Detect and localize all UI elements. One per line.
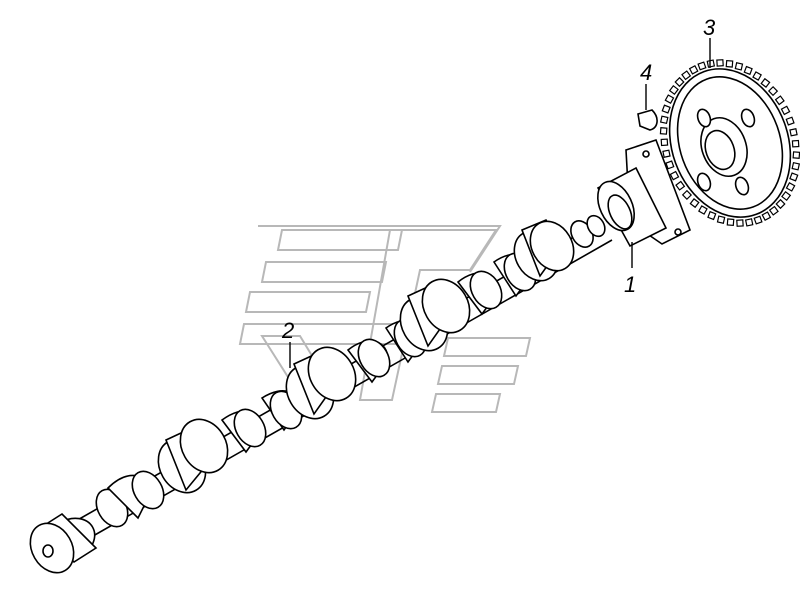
- gear-tooth: [780, 105, 791, 116]
- gear-tooth: [792, 151, 800, 159]
- gear-tooth: [785, 182, 796, 192]
- gear-teeth: [659, 59, 800, 227]
- gear-tooth: [668, 84, 679, 96]
- gear-tooth: [681, 70, 692, 81]
- gear-tooth: [659, 115, 669, 125]
- gear-tooth: [734, 62, 744, 71]
- gear-tooth: [669, 170, 680, 181]
- gear-tooth: [775, 198, 786, 210]
- callout-2: 2: [281, 318, 294, 343]
- thrust-flange-part-1: [596, 138, 692, 248]
- gear-tooth: [681, 189, 693, 201]
- gear-tooth: [664, 94, 675, 104]
- gear-tooth: [662, 149, 671, 158]
- gear-tooth: [675, 180, 686, 191]
- gear-tooth: [791, 139, 800, 148]
- gear-tooth: [697, 61, 707, 71]
- gear-tooth: [698, 205, 708, 215]
- camshaft-lobes: [95, 214, 606, 528]
- gear-tooth: [725, 59, 734, 68]
- gear-tooth: [674, 76, 685, 88]
- gear-tooth: [743, 65, 753, 76]
- callout-4: 4: [640, 60, 652, 85]
- gear-tooth: [789, 128, 798, 137]
- gear-tooth: [767, 85, 779, 97]
- gear-tooth: [789, 172, 799, 182]
- woodruff-key-part-4: [637, 109, 658, 131]
- gear-tooth: [761, 211, 772, 222]
- gear-tooth: [707, 210, 717, 221]
- camshaft-gear-part-3: [659, 59, 800, 227]
- gear-tooth: [688, 64, 699, 75]
- callout-3: 3: [703, 15, 716, 40]
- gear-tooth: [716, 59, 724, 67]
- gear-tooth: [781, 190, 792, 202]
- gear-tooth: [689, 198, 700, 209]
- gear-tooth: [659, 127, 668, 135]
- gear-tooth: [665, 160, 675, 170]
- gear-tooth: [661, 104, 671, 114]
- gear-tooth: [744, 218, 754, 227]
- gear-tooth: [706, 59, 716, 68]
- gear-tooth: [736, 219, 744, 227]
- gear-tooth: [768, 205, 779, 216]
- gear-tooth: [752, 71, 762, 81]
- camshaft-front-journal: [29, 512, 98, 574]
- gear-tooth: [785, 116, 795, 126]
- camshaft: [29, 214, 613, 574]
- gear-tooth: [774, 95, 785, 106]
- gear-tooth: [760, 77, 771, 88]
- gear-tooth: [726, 218, 735, 227]
- callout-1: 1: [624, 272, 636, 297]
- gear-tooth: [660, 138, 669, 147]
- leader-lines: [289, 38, 711, 368]
- gear-tooth: [716, 215, 726, 224]
- gear-tooth: [791, 161, 800, 171]
- gear-tooth: [753, 215, 763, 225]
